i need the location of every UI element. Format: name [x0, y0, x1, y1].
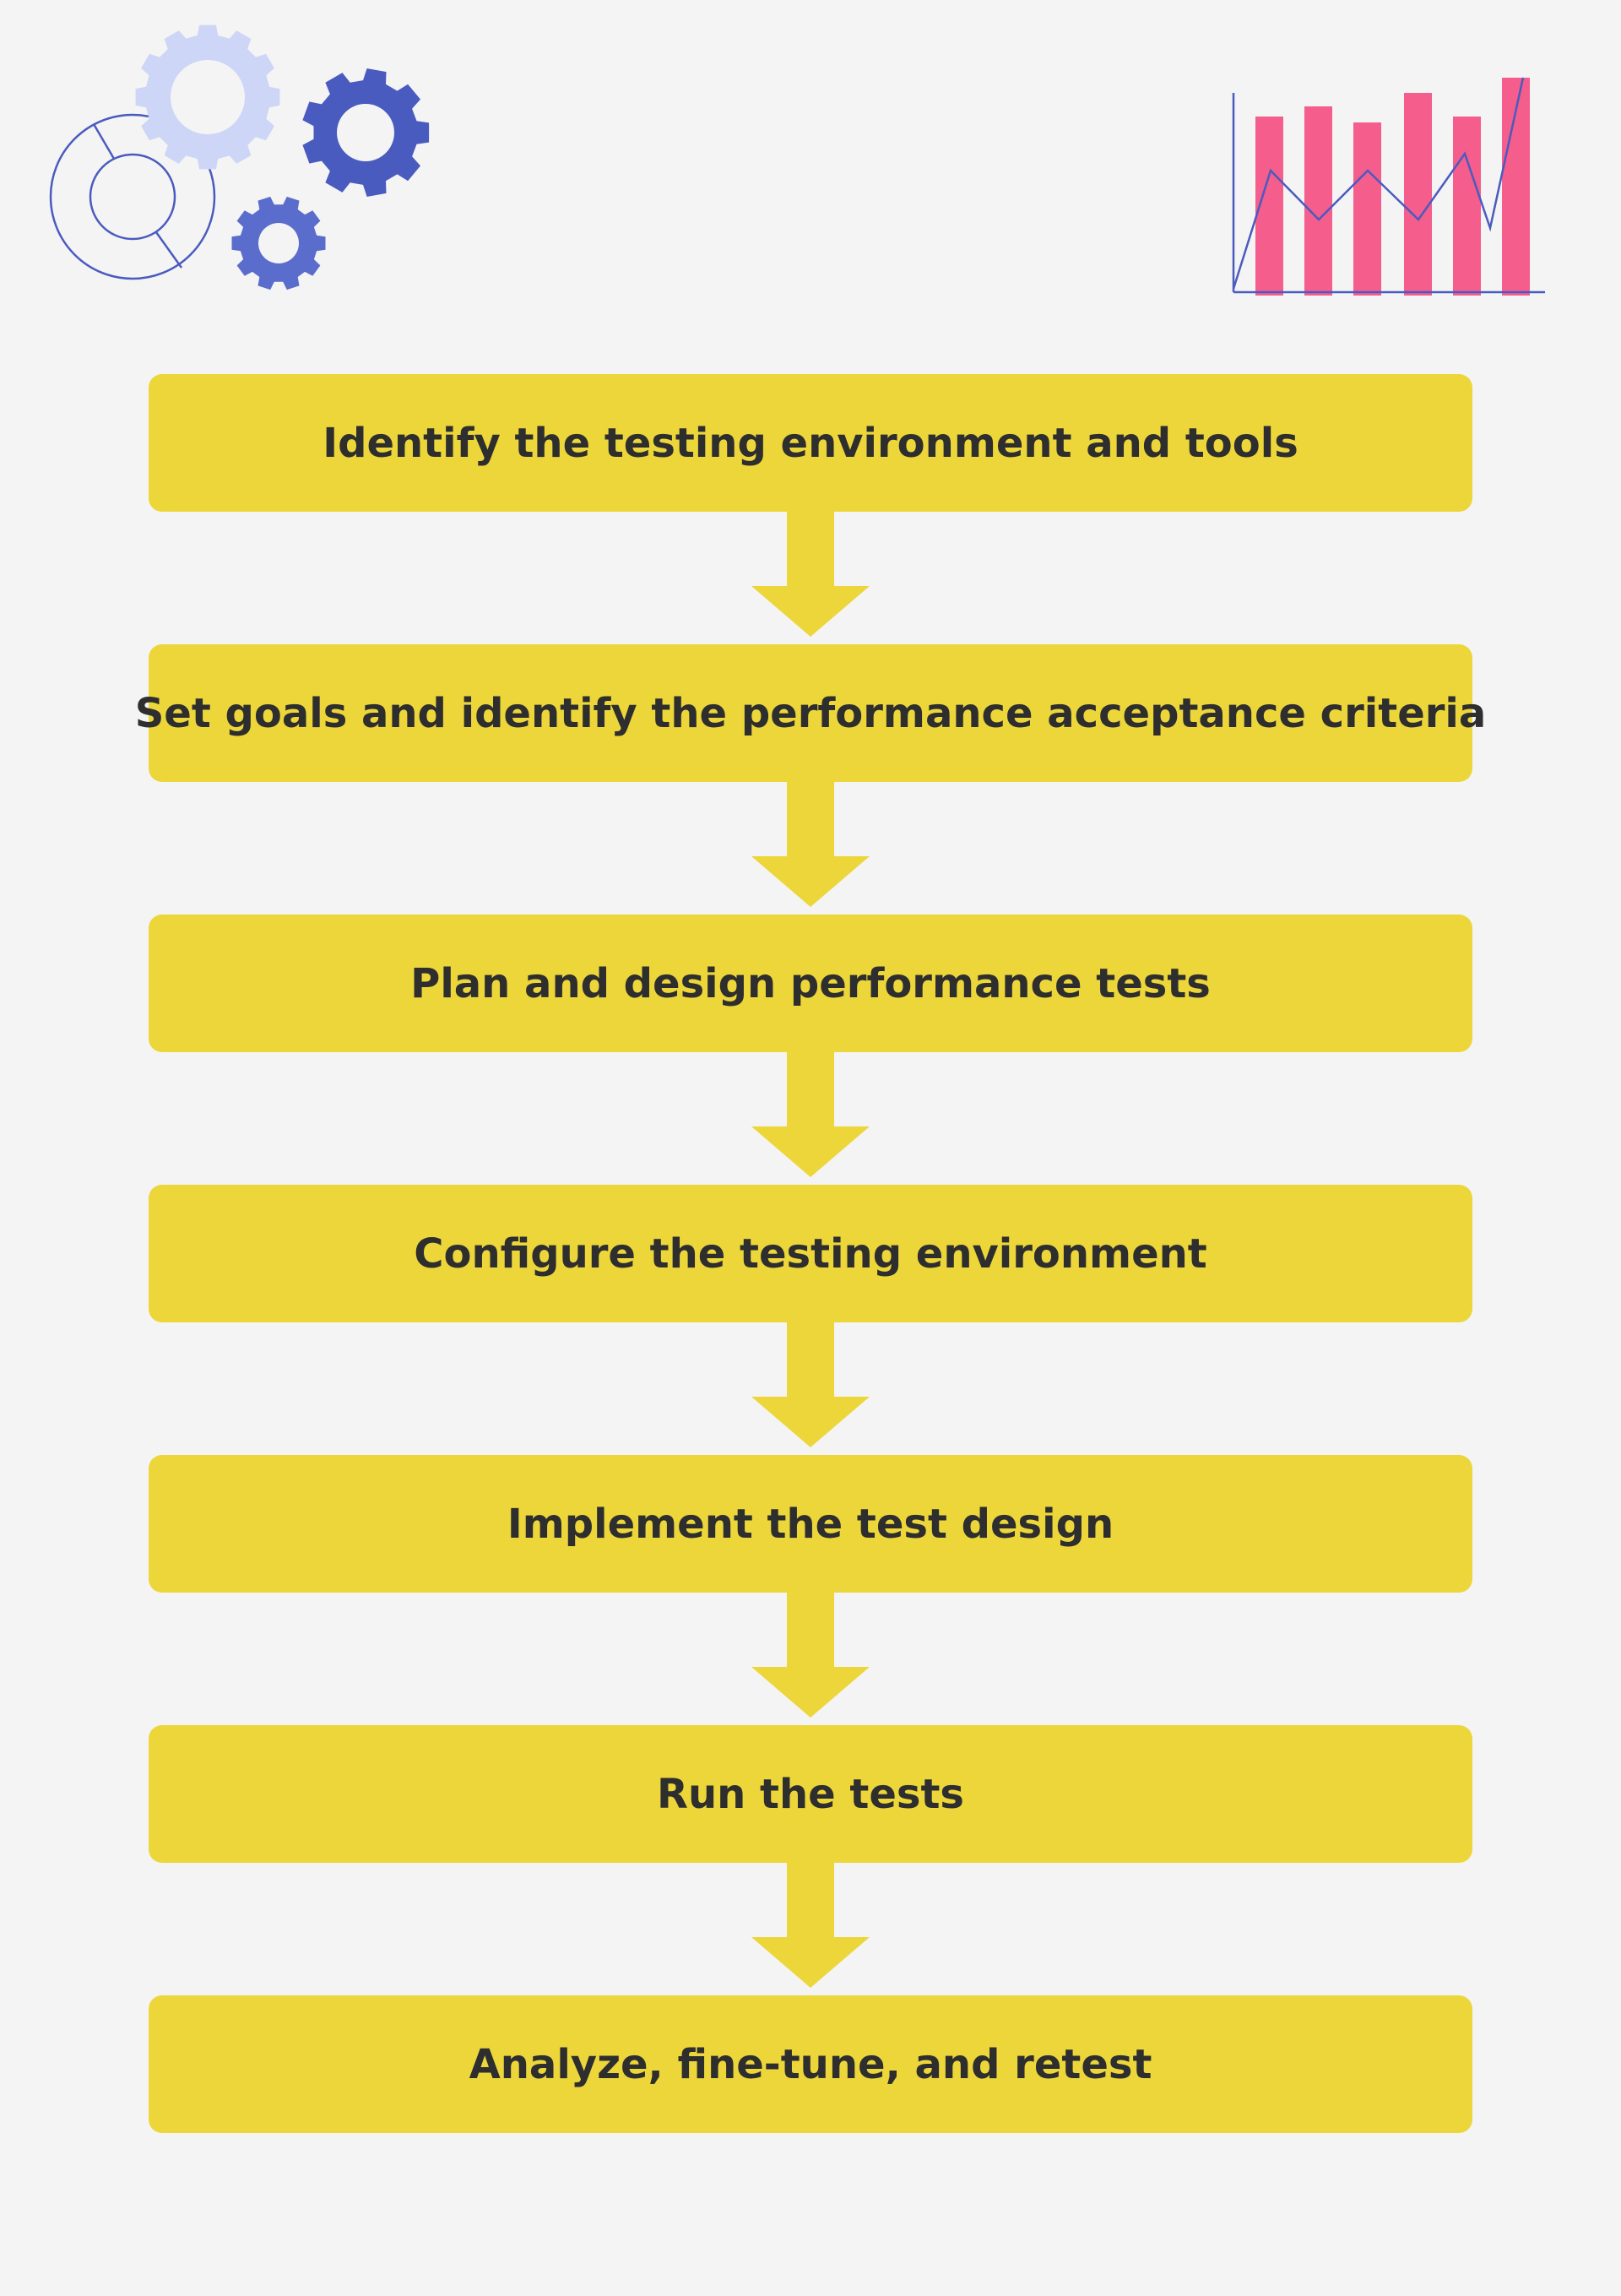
donut-outline-icon [49, 113, 216, 280]
step-run-tests: Run the tests [149, 1725, 1472, 1863]
gear-hole-icon [337, 104, 394, 161]
gear-hole-icon [171, 60, 245, 134]
step-identify-environment: Identify the testing environment and too… [149, 374, 1472, 512]
down-arrow-icon [751, 1591, 870, 1718]
down-arrow-icon [751, 1861, 870, 1988]
step-implement-design: Implement the test design [149, 1455, 1472, 1593]
step-analyze-retest: Analyze, fine-tune, and retest [149, 1995, 1472, 2133]
down-arrow-icon [751, 1050, 870, 1177]
step-label: Set goals and identify the performance a… [134, 689, 1487, 737]
step-label: Plan and design performance tests [410, 959, 1211, 1007]
down-arrow-icon [751, 1321, 870, 1447]
bar-chart-illustration-icon [1232, 77, 1545, 296]
down-arrow-icon [751, 780, 870, 907]
trend-line-icon [1232, 77, 1525, 290]
small-gear-icon [231, 196, 326, 290]
gears-illustration-icon [49, 24, 430, 290]
step-label: Identify the testing environment and too… [323, 419, 1298, 467]
step-set-goals: Set goals and identify the performance a… [135, 644, 1486, 782]
step-label: Analyze, fine-tune, and retest [469, 2040, 1152, 2088]
bars-icon [1255, 78, 1530, 296]
dark-gear-icon [302, 68, 430, 197]
step-configure-environment: Configure the testing environment [149, 1185, 1472, 1322]
step-label: Run the tests [657, 1770, 964, 1818]
step-label: Implement the test design [507, 1500, 1114, 1548]
down-arrow-icon [751, 510, 870, 637]
gear-hole-icon [258, 223, 299, 263]
step-plan-design: Plan and design performance tests [149, 915, 1472, 1052]
light-gear-icon [135, 24, 280, 170]
step-label: Configure the testing environment [414, 1229, 1207, 1278]
chart-axes-icon [1232, 93, 1545, 294]
